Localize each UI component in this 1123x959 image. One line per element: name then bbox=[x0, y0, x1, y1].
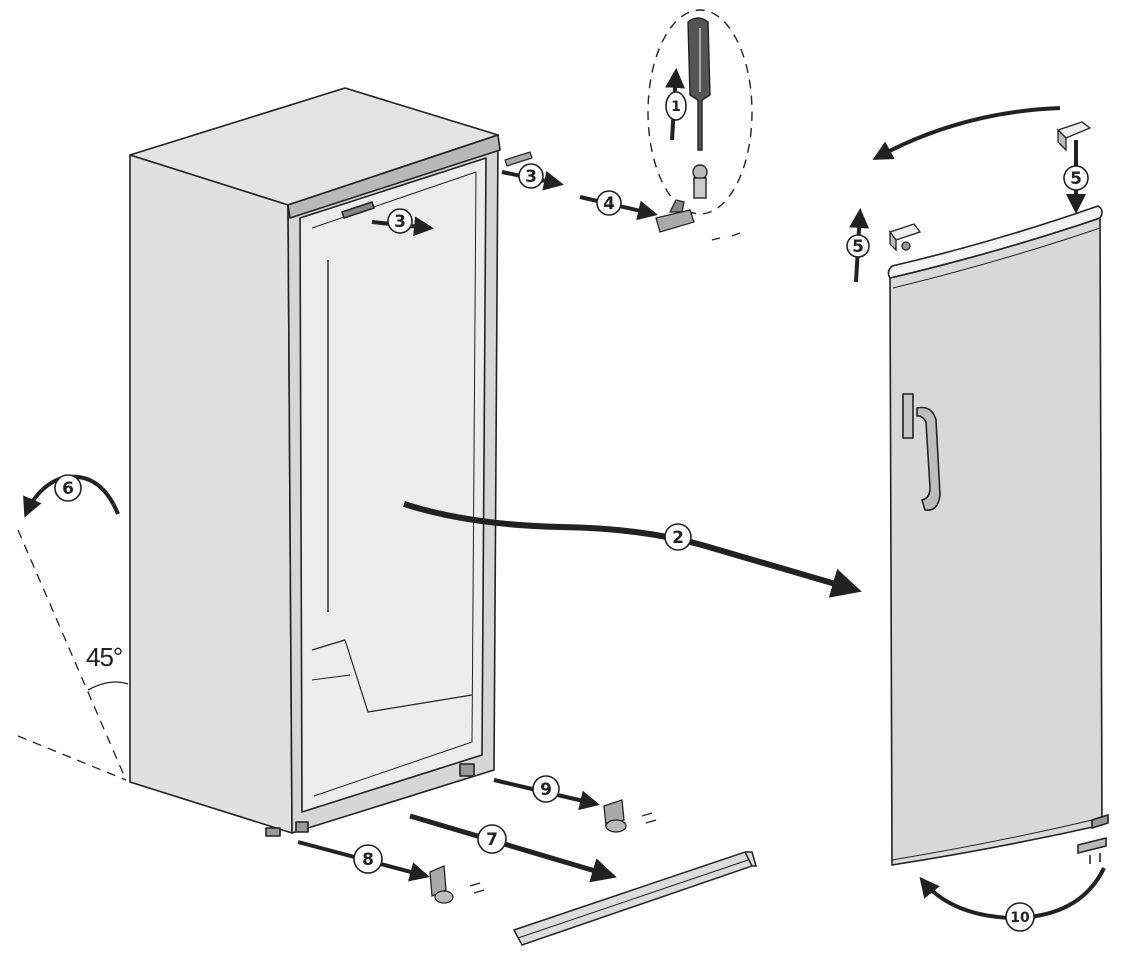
step-10-label: 10 bbox=[1010, 910, 1030, 926]
step-5a-label: 5 bbox=[1070, 169, 1082, 189]
step-4-label: 4 bbox=[603, 194, 615, 214]
step-5b-circle bbox=[846, 234, 870, 258]
fridge-cabinet bbox=[129, 87, 501, 837]
step-3b-label: 3 bbox=[525, 167, 537, 187]
step-6-label: 6 bbox=[62, 479, 74, 499]
cabinet-side bbox=[129, 154, 293, 834]
step-7-circle bbox=[477, 824, 507, 854]
bottom-hinge-right bbox=[603, 799, 657, 833]
step-2-label: 2 bbox=[672, 528, 684, 548]
door-top-rim bbox=[887, 205, 1103, 279]
step-8-circle bbox=[353, 844, 383, 874]
screwdriver-detail bbox=[647, 9, 753, 215]
angle-label: 45° bbox=[86, 642, 122, 672]
step-6-circle bbox=[54, 474, 82, 502]
step-9-label: 9 bbox=[540, 780, 552, 800]
top-cover-plate bbox=[341, 201, 375, 219]
step-5a-circle bbox=[1063, 165, 1089, 191]
tilt-angle-guide bbox=[17, 529, 129, 781]
top-hinge-part bbox=[655, 199, 741, 241]
top-hinge-strip bbox=[287, 134, 501, 219]
fridge-door bbox=[887, 205, 1109, 866]
cabinet-interior bbox=[299, 157, 487, 813]
step-1-label: 1 bbox=[671, 99, 681, 115]
step-8-label: 8 bbox=[362, 850, 374, 870]
bottom-hinge-left bbox=[429, 865, 485, 904]
step-5b-label: 5 bbox=[852, 237, 864, 257]
step-7-label: 7 bbox=[486, 830, 498, 850]
step-2-circle bbox=[664, 523, 692, 551]
step-10-circle bbox=[1005, 902, 1035, 932]
step-9-circle bbox=[532, 775, 560, 803]
step-3a-label: 3 bbox=[394, 212, 406, 232]
step-3a-circle bbox=[387, 208, 413, 234]
step-1-circle bbox=[665, 91, 687, 121]
step-3b-circle bbox=[518, 163, 544, 189]
arrow-door-top bbox=[872, 106, 1061, 160]
crisper-drawer bbox=[311, 639, 473, 713]
door-panel bbox=[889, 217, 1103, 866]
step-4-circle bbox=[596, 190, 622, 216]
door-handle bbox=[916, 406, 941, 512]
hinge-cover-small bbox=[504, 151, 533, 167]
arrow-7 bbox=[409, 813, 617, 883]
door-top-caps bbox=[888, 121, 1092, 252]
